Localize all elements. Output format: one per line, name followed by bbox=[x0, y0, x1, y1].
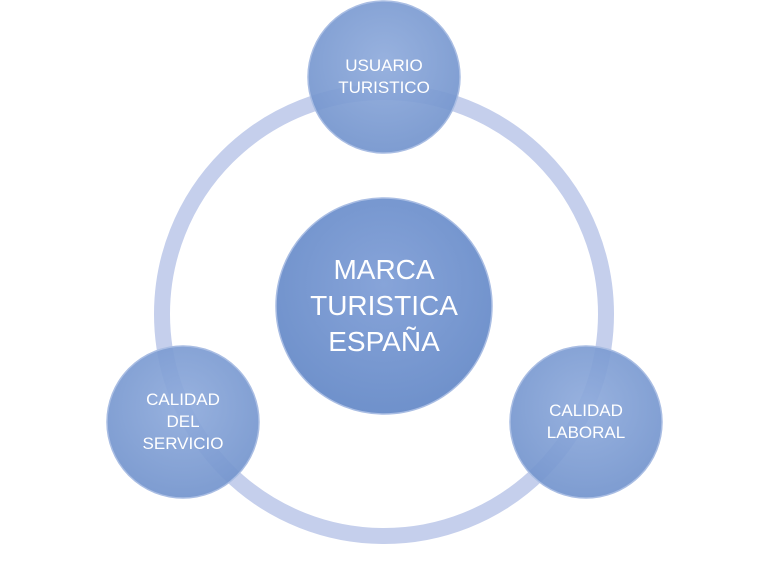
node-circle-usuario-turistico bbox=[307, 0, 461, 154]
node-circle-calidad-laboral bbox=[509, 345, 663, 499]
node-circle-calidad-del-servicio bbox=[106, 345, 260, 499]
center-circle bbox=[275, 197, 493, 415]
